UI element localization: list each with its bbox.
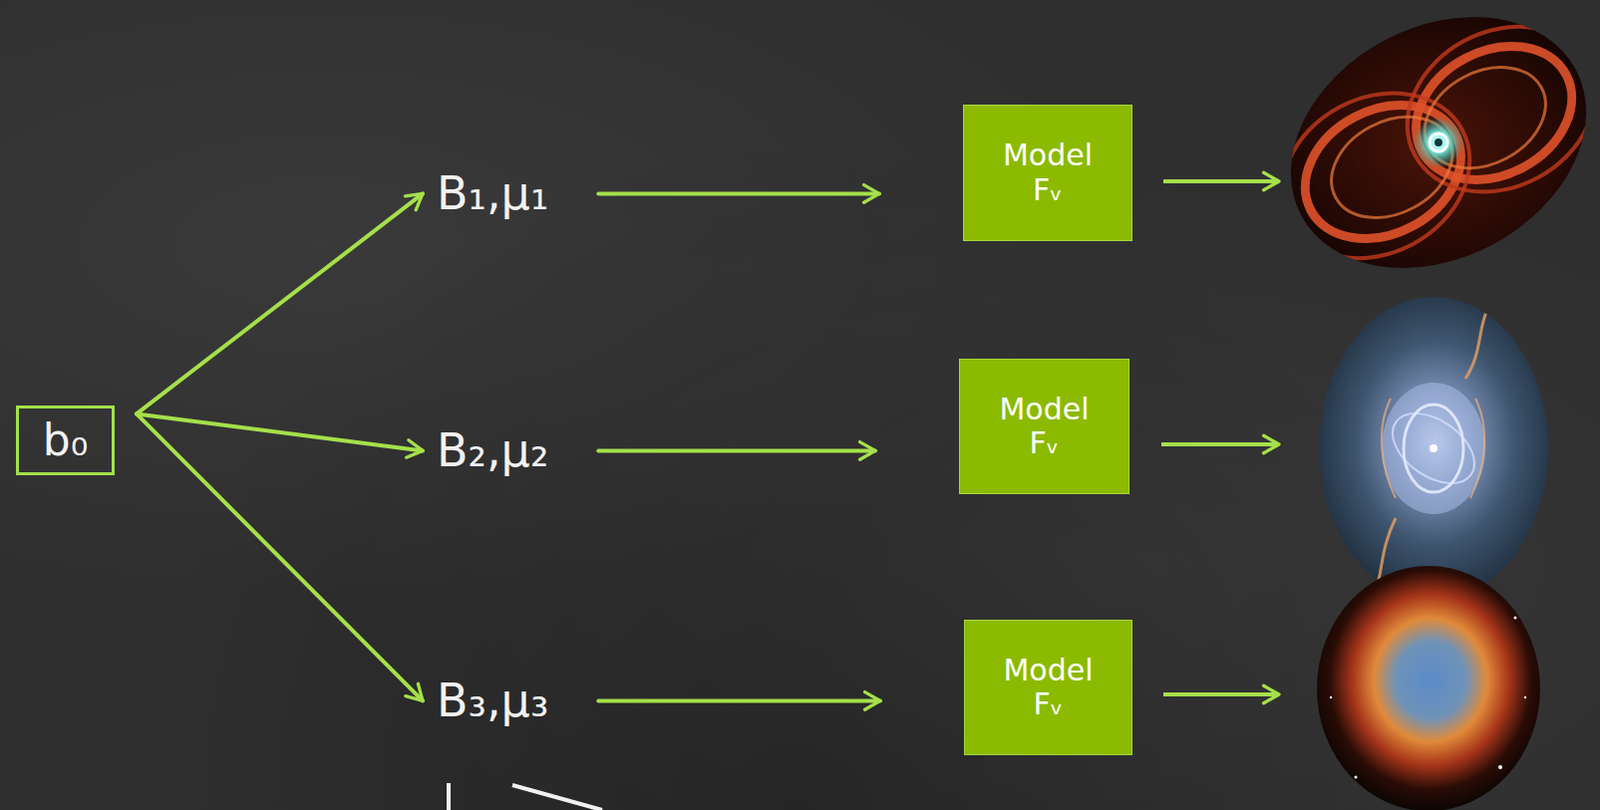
flow-arrow (136, 413, 423, 701)
output-arrow (1163, 692, 1280, 697)
source-box: b₀ (15, 405, 115, 476)
flow-arrow (136, 413, 423, 451)
output-arrow (1161, 442, 1280, 447)
parameter-text: B₂,μ₂ (436, 424, 549, 478)
parameter-text: B₃,μ₃ (436, 674, 549, 728)
source-label: b₀ (42, 415, 89, 467)
parameter-label: B₃,μ₃ (436, 674, 549, 728)
flow-arrow (598, 191, 880, 196)
chalk-stroke (512, 785, 603, 810)
model-label: Model Fᵥ (1002, 138, 1093, 208)
output-arrow (1163, 179, 1280, 184)
model-label: Model Fᵥ (1002, 653, 1093, 723)
parameter-label: B₁,μ₁ (436, 167, 549, 221)
parameter-text: B₁,μ₁ (436, 167, 549, 221)
flow-arrow (598, 698, 881, 703)
flow-arrow (136, 193, 423, 414)
model-box: Model Fᵥ (962, 104, 1133, 242)
chalk-stroke (446, 783, 451, 810)
model-label: Model Fᵥ (998, 392, 1089, 462)
model-box: Model Fᵥ (959, 358, 1130, 495)
flow-arrow (598, 448, 876, 453)
model-box: Model Fᵥ (963, 620, 1133, 756)
parameter-label: B₂,μ₂ (436, 424, 549, 478)
